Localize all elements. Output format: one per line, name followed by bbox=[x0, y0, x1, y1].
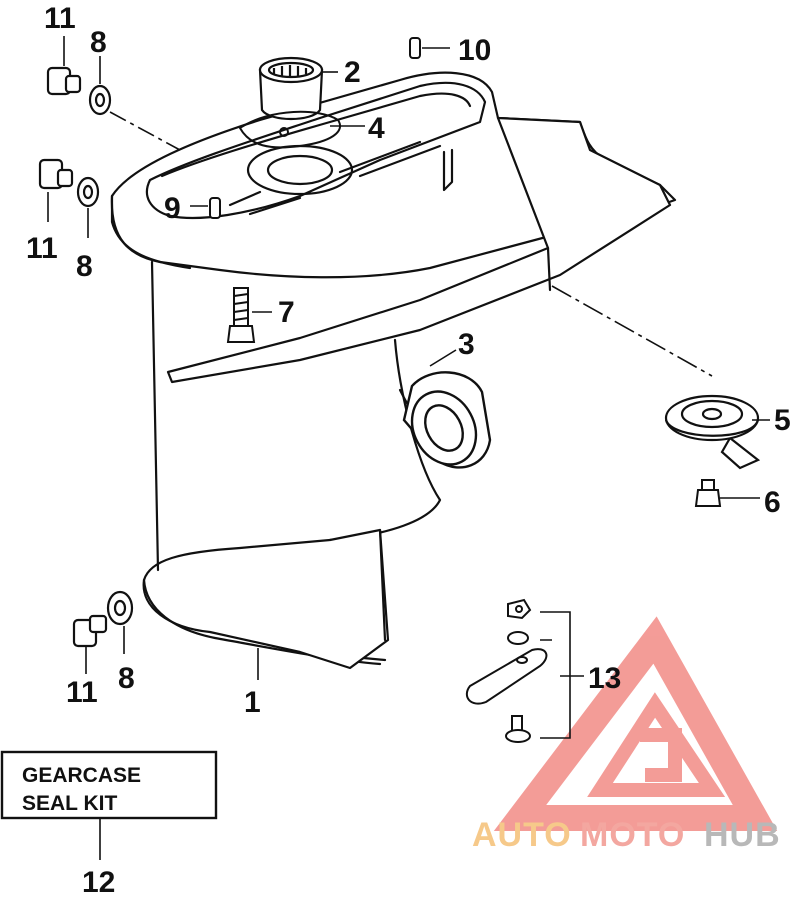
stud-bolt bbox=[226, 287, 256, 343]
gasket-hole bbox=[279, 127, 289, 137]
callout-5: 5 bbox=[774, 404, 791, 437]
callout-11-middle: 11 bbox=[26, 232, 58, 265]
centerline-plug-top bbox=[109, 111, 181, 151]
sleeve-knurl bbox=[272, 65, 308, 77]
gearcase-seal-kit-box: GEARCASE SEAL KIT bbox=[0, 750, 218, 820]
bracket13 bbox=[465, 648, 548, 705]
callout-11-top: 11 bbox=[44, 2, 76, 35]
trim-tab-anode bbox=[664, 394, 761, 470]
callout-10: 10 bbox=[458, 34, 491, 67]
housing-plate-groove-1 bbox=[160, 92, 472, 178]
vent-plug-middle bbox=[38, 158, 74, 190]
anode-fin bbox=[720, 436, 761, 470]
anode-screw bbox=[694, 479, 722, 507]
pin10-body bbox=[409, 37, 421, 59]
plug11c-thread bbox=[88, 614, 108, 634]
kit-box-line2: SEAL KIT bbox=[22, 792, 117, 815]
watermark-moto: MOTO bbox=[580, 816, 685, 854]
housing-fin-edge bbox=[546, 246, 552, 292]
carrier-face-inner bbox=[424, 404, 464, 452]
housing-skeg-line bbox=[378, 528, 387, 642]
washer-top bbox=[88, 84, 112, 116]
housing-plate-edge bbox=[110, 194, 192, 270]
housing-skeg bbox=[298, 528, 390, 670]
plug11b-thread bbox=[56, 168, 74, 188]
housing-pump-base-inner bbox=[266, 154, 334, 186]
screw6-head bbox=[694, 489, 722, 507]
centerline-anode bbox=[551, 285, 713, 377]
nut13-hole bbox=[515, 605, 523, 613]
washer-bottom bbox=[106, 590, 134, 626]
housing-plate-groove-2 bbox=[228, 140, 442, 216]
callout-4: 4 bbox=[368, 112, 385, 145]
callout-1: 1 bbox=[244, 686, 261, 719]
kit-box-line1: GEARCASE bbox=[22, 764, 141, 787]
gasket-outline bbox=[238, 110, 341, 149]
gasket bbox=[238, 110, 341, 149]
watermark-g-mark bbox=[640, 728, 682, 782]
callout-12: 12 bbox=[82, 866, 115, 897]
housing-body-left bbox=[150, 260, 160, 572]
callout-6: 6 bbox=[764, 486, 781, 519]
washer8a-inner bbox=[94, 92, 106, 108]
watermark-logo bbox=[493, 616, 778, 831]
bracket13-hole bbox=[516, 656, 528, 664]
dowel-pin-9 bbox=[209, 197, 221, 219]
drain-plug-top bbox=[46, 66, 82, 96]
kit-box-frame bbox=[0, 750, 218, 820]
bracket-13 bbox=[540, 611, 584, 739]
leader-lines bbox=[47, 36, 770, 860]
leader-3 bbox=[429, 349, 457, 367]
callout-8-bottom: 8 bbox=[118, 662, 135, 695]
housing-body-front bbox=[142, 338, 442, 662]
callout-numbers: 1 2 3 4 5 6 7 8 8 8 9 10 11 11 11 12 13 bbox=[26, 2, 791, 897]
bearing-carrier bbox=[402, 371, 492, 469]
screw6-shank bbox=[701, 479, 715, 491]
washer13 bbox=[507, 631, 529, 645]
dowel-pin-10 bbox=[409, 37, 421, 59]
hardware-kit-13 bbox=[465, 598, 548, 743]
watermark-auto: AUTO bbox=[472, 816, 572, 854]
bolt7-head bbox=[226, 325, 256, 343]
bearing-sleeve bbox=[258, 56, 324, 120]
callout-3: 3 bbox=[458, 328, 475, 361]
housing-plate-rim bbox=[145, 81, 487, 220]
washer8b-inner bbox=[82, 184, 94, 200]
watermark-hub: HUB bbox=[704, 816, 781, 854]
callout-7: 7 bbox=[278, 296, 295, 329]
housing-ventilation-plate bbox=[166, 116, 672, 384]
watermark-text: AUTO MOTO HUB bbox=[472, 816, 781, 854]
watermark-triangle-outer bbox=[493, 616, 778, 831]
washer-middle bbox=[76, 176, 100, 208]
pin9-body bbox=[209, 197, 221, 219]
callout-8-top: 8 bbox=[90, 26, 107, 59]
anode-rim bbox=[664, 419, 760, 437]
callout-11-bottom: 11 bbox=[66, 676, 98, 709]
watermark-triangle-inner bbox=[587, 692, 726, 797]
callout-2: 2 bbox=[344, 56, 361, 89]
gearcase-housing bbox=[110, 71, 677, 670]
sleeve-body bbox=[258, 68, 324, 120]
anode-center-hole bbox=[701, 407, 723, 421]
housing-plate-leg bbox=[442, 148, 454, 192]
callout-8-middle: 8 bbox=[76, 250, 93, 283]
callout-13: 13 bbox=[588, 662, 621, 695]
washer8c-inner bbox=[113, 599, 127, 617]
fill-plug-bottom bbox=[72, 614, 108, 648]
screw13-head bbox=[505, 729, 531, 743]
plug11a-thread bbox=[64, 74, 82, 94]
bolt7-threads bbox=[233, 293, 249, 321]
callout-9: 9 bbox=[164, 192, 181, 225]
